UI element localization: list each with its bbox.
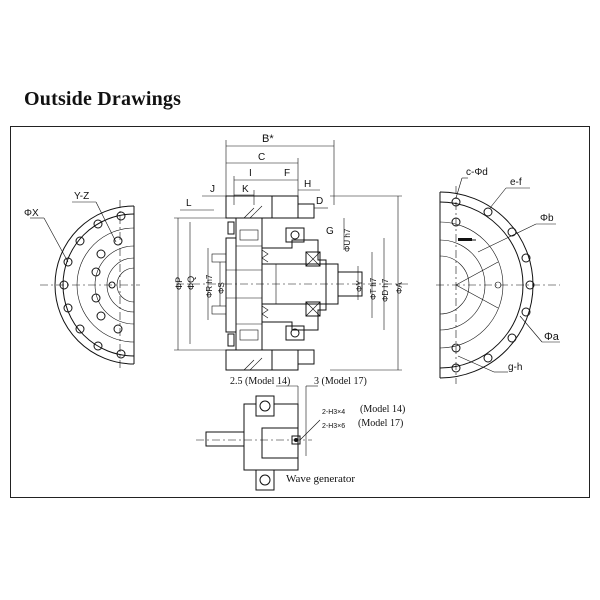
dim-phi-t: ΦT h7 xyxy=(369,277,378,300)
wg-caption: Wave generator xyxy=(286,473,355,485)
left-flange-view xyxy=(30,200,140,370)
dim-phi-a-side: ΦA xyxy=(395,282,404,294)
right-flange-view xyxy=(436,177,560,384)
dim-phi-q: ΦQ xyxy=(186,276,196,290)
dim-phi-u: ΦU h7 xyxy=(343,228,352,252)
dim-l: L xyxy=(186,198,192,209)
dim-g: G xyxy=(326,226,334,237)
wg-model17-offset: 3 (Model 17) xyxy=(314,376,367,387)
dim-phi-b: Φb xyxy=(540,213,554,224)
wg-model17-screw: 2-H3×6 xyxy=(322,423,345,430)
dim-c: C xyxy=(258,152,265,163)
dim-phi-r: ΦR h7 xyxy=(205,274,214,298)
dim-g-h: g-h xyxy=(508,362,522,373)
dim-j: J xyxy=(210,184,215,195)
dim-phi-d: ΦD h7 xyxy=(381,278,390,302)
dim-i: I xyxy=(249,168,252,179)
wg-model17-label: (Model 17) xyxy=(358,418,403,429)
dim-e-f: e-f xyxy=(510,177,522,188)
dim-phi-s: ΦS xyxy=(217,282,226,294)
dim-b: B* xyxy=(262,133,274,145)
wg-model14-screw: 2-H3×4 xyxy=(322,409,345,416)
wave-generator-detail xyxy=(196,385,321,491)
dim-k: K xyxy=(242,184,249,195)
dim-d: D xyxy=(316,196,323,207)
section-view xyxy=(174,140,410,371)
dim-c-phi-d: c-Φd xyxy=(466,167,488,178)
drawing-frame xyxy=(10,126,590,498)
page-title: Outside Drawings xyxy=(24,88,182,110)
dim-f: F xyxy=(284,168,290,179)
dim-phi-p: ΦP xyxy=(174,277,184,290)
dim-h: H xyxy=(304,179,311,190)
dim-phi-y: ΦY xyxy=(355,280,364,292)
dim-y-z: Y-Z xyxy=(74,191,89,202)
wg-model14-label: (Model 14) xyxy=(360,404,405,415)
dim-phi-x: ΦX xyxy=(24,208,39,219)
wg-model14-offset: 2.5 (Model 14) xyxy=(230,376,290,387)
dim-phi-a: Φa xyxy=(544,331,560,343)
